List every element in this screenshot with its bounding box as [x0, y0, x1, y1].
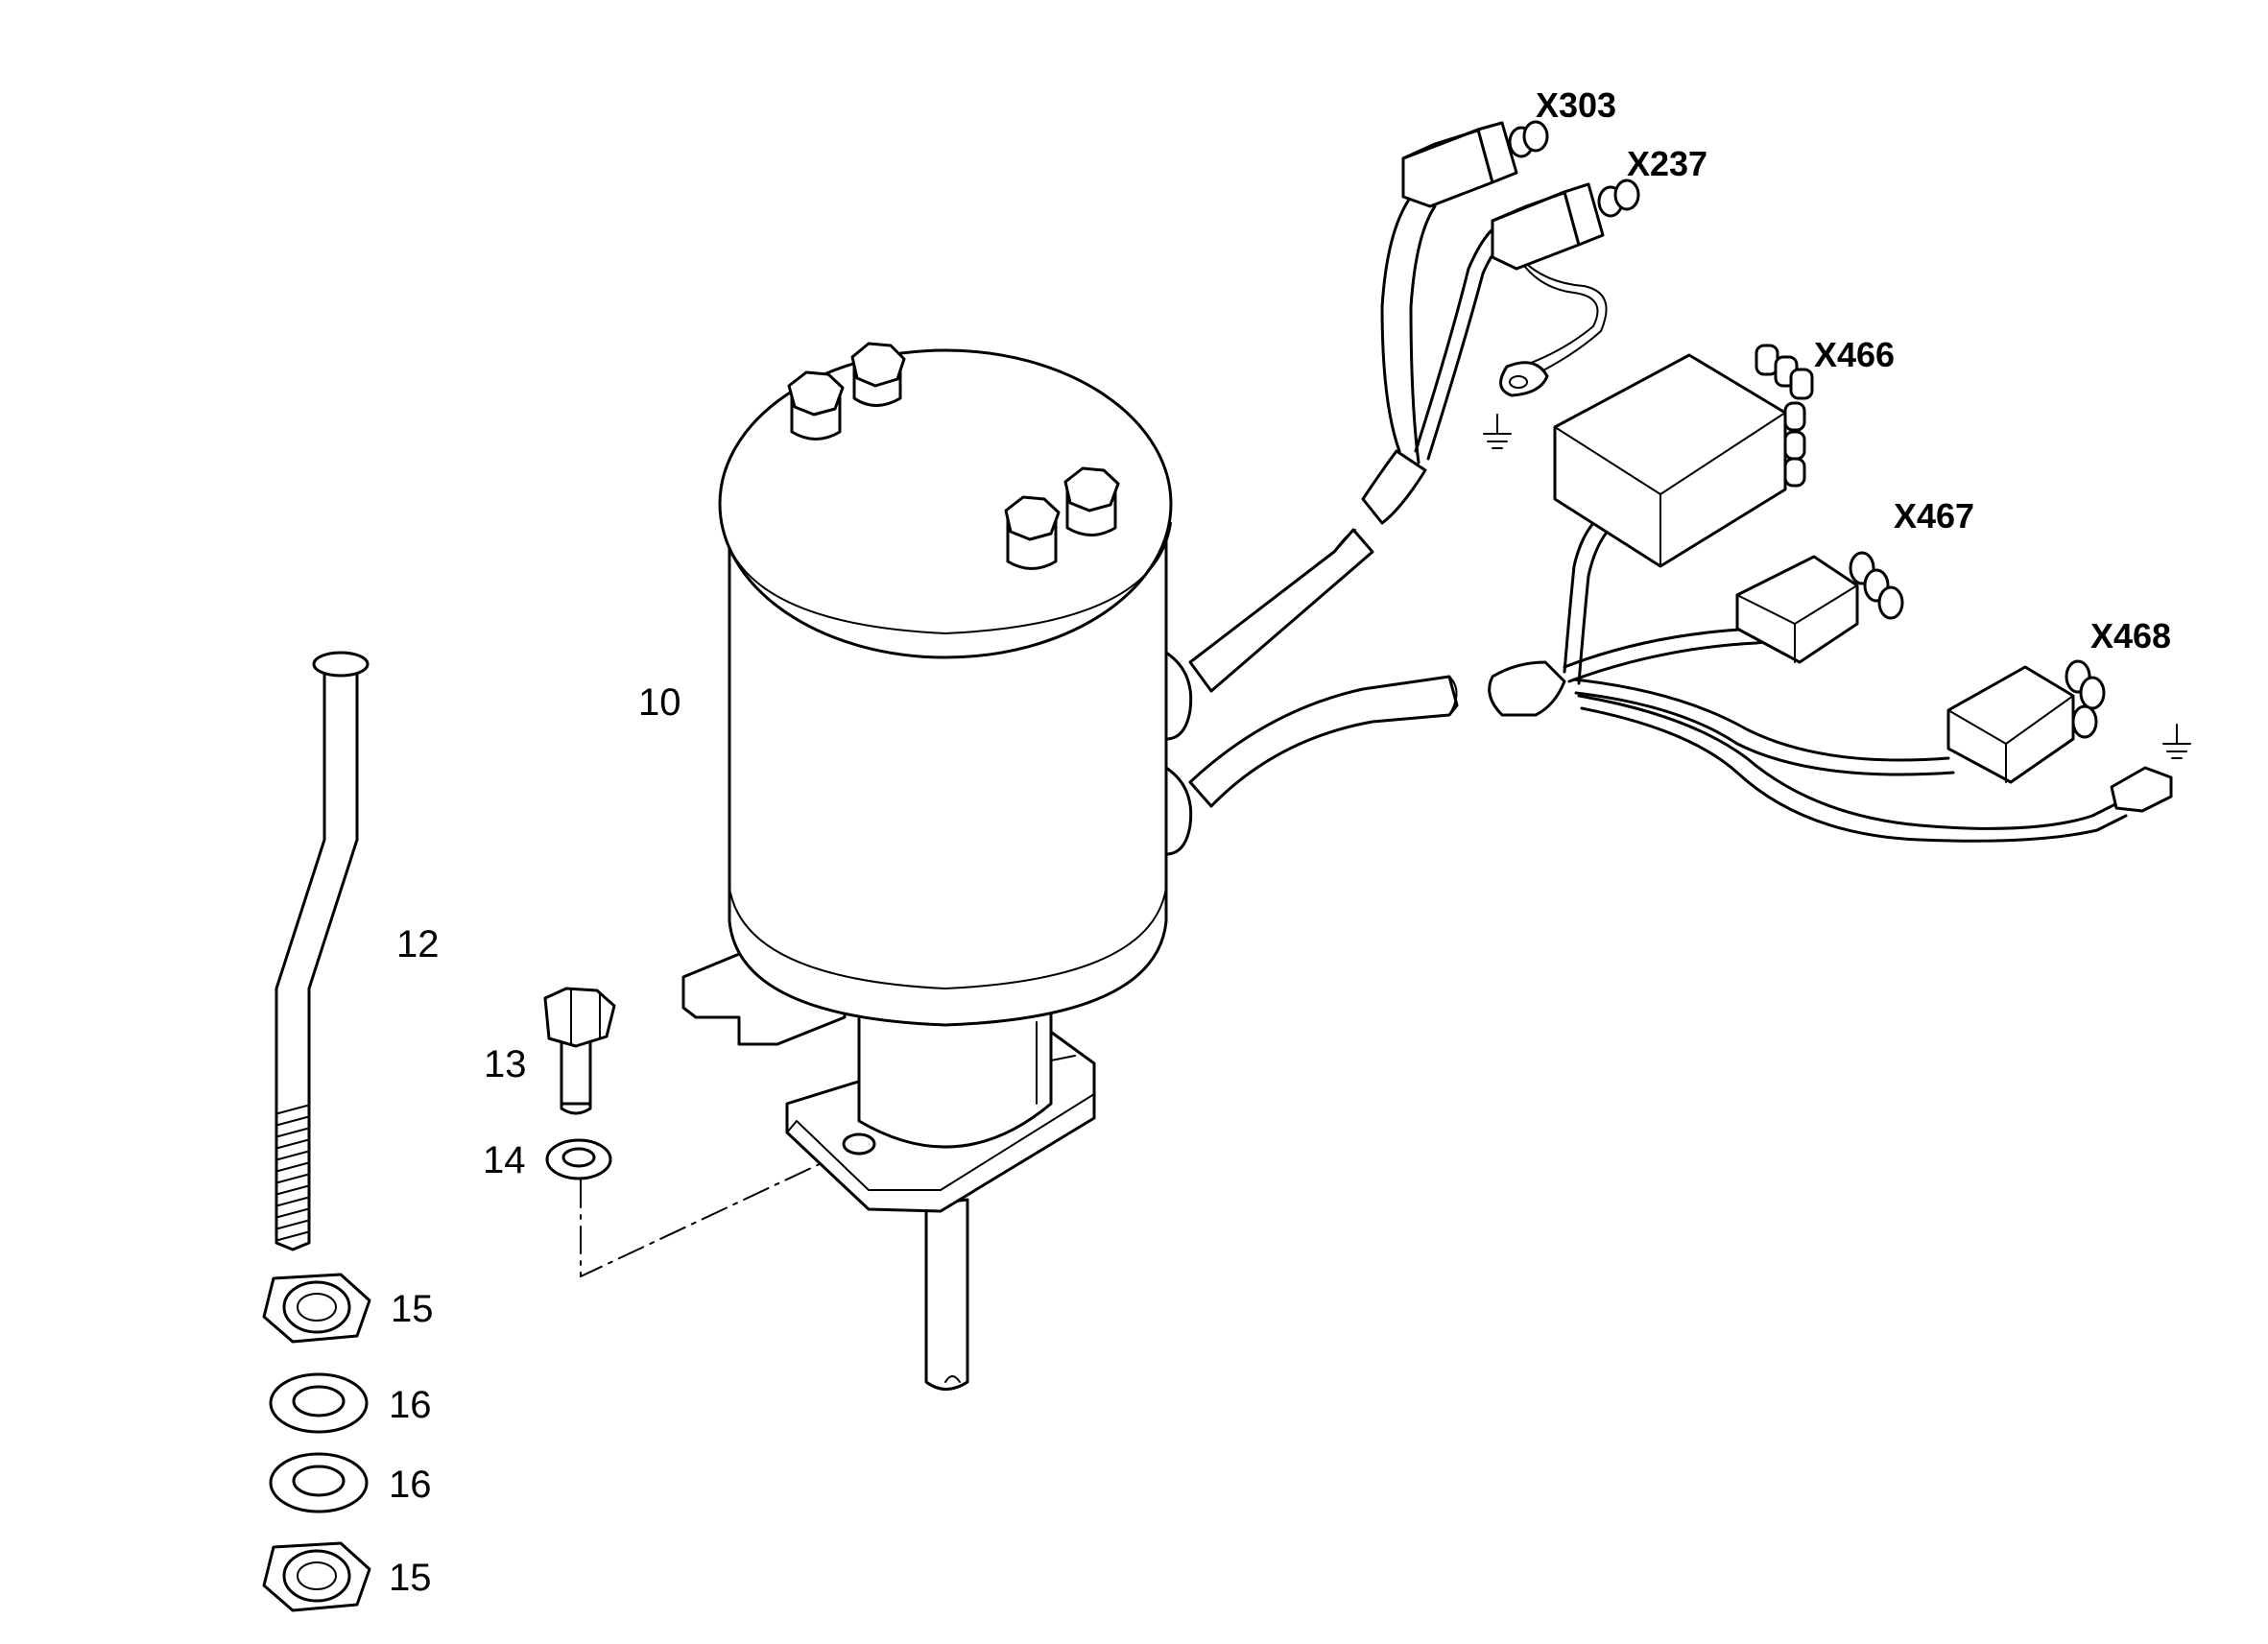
terminal-nut [850, 342, 906, 407]
terminal-nut [1063, 466, 1120, 536]
label-connector-x303: X303 [1536, 85, 1616, 125]
terminal-nut [1004, 495, 1061, 570]
ground-icon [2162, 724, 2191, 759]
bolt-part-13 [543, 987, 616, 1115]
label-part-10: 10 [638, 681, 681, 724]
connector-x468 [1946, 659, 2106, 784]
rod-part-12 [275, 651, 370, 1251]
connector-x237 [1491, 179, 1640, 271]
label-part-13: 13 [484, 1043, 527, 1085]
terminal-nut [787, 370, 845, 441]
label-connector-x467: X467 [1894, 496, 1974, 536]
label-connector-x468: X468 [2090, 616, 2171, 655]
connector-x303 [1401, 120, 1549, 208]
connector-x467 [1735, 551, 1904, 664]
hex-nut-part-15-upper [262, 1273, 371, 1344]
label-part-16-lower: 16 [389, 1464, 432, 1506]
assembly-centerline [580, 1146, 857, 1277]
label-part-15-lower: 15 [389, 1557, 432, 1599]
washer-part-14 [545, 1138, 612, 1180]
washer-part-16-lower [269, 1452, 369, 1513]
label-part-16-upper: 16 [389, 1384, 432, 1426]
label-part-14: 14 [483, 1139, 526, 1181]
label-part-15-upper: 15 [391, 1288, 434, 1330]
actuator-part-10 [681, 342, 1193, 1391]
label-connector-x237: X237 [1627, 144, 1707, 183]
ground-icon [1483, 414, 1512, 449]
spade-terminal [2110, 766, 2173, 813]
label-connector-x466: X466 [1814, 335, 1895, 374]
cable-harness [1188, 195, 2128, 843]
connector-x466 [1553, 344, 1814, 568]
washer-part-16-upper [269, 1372, 369, 1434]
label-part-12: 12 [396, 923, 440, 965]
hex-nut-part-15-lower [262, 1541, 371, 1612]
